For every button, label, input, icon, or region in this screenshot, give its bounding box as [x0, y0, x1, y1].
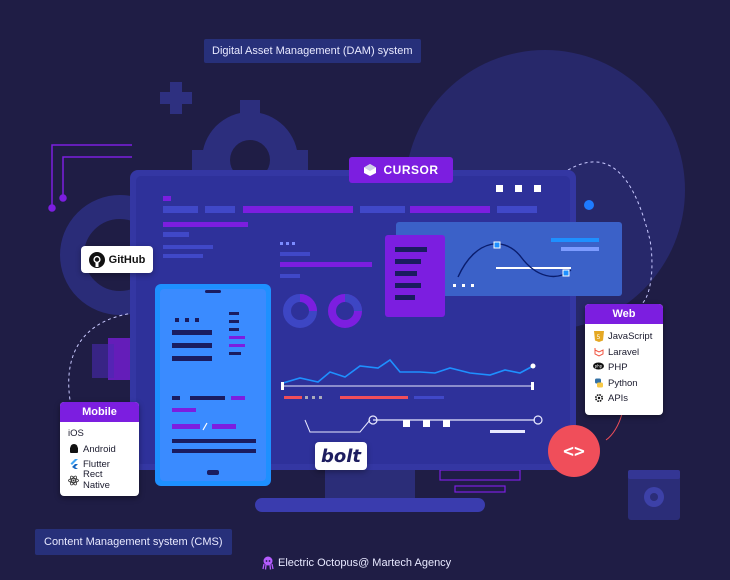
gear-icon	[593, 393, 604, 404]
mobile-card: Mobile iOS Android Flutter Rect Native	[60, 402, 139, 496]
mobile-card-title: Mobile	[60, 402, 139, 422]
circuit-lines	[48, 144, 132, 212]
flutter-icon	[68, 459, 79, 470]
github-logo: GitHub	[81, 246, 153, 273]
bolt-logo-text: bolt	[320, 445, 362, 467]
connector-dashed	[567, 161, 653, 306]
cursor-logo: CURSOR	[349, 157, 453, 183]
code-badge: <>	[548, 425, 600, 477]
android-icon	[68, 443, 79, 455]
list-item: Rect Native	[68, 469, 131, 491]
laravel-icon	[593, 347, 604, 358]
dam-label: Digital Asset Management (DAM) system	[204, 39, 421, 63]
wave-chart-panel	[396, 222, 622, 296]
list-item: Android	[68, 442, 131, 458]
code-icon: <>	[563, 440, 585, 462]
python-icon	[593, 378, 604, 389]
settings-window	[628, 470, 680, 520]
list-item: php PHP	[593, 362, 628, 374]
gear-dot-icon	[584, 200, 594, 210]
chart-line	[282, 358, 534, 384]
list-item: APIs	[593, 391, 655, 407]
web-card-title: Web	[585, 304, 663, 324]
js-icon: 5	[593, 331, 604, 343]
php-icon: php	[593, 362, 604, 373]
octopus-icon	[262, 556, 274, 570]
monitor-base	[255, 498, 485, 512]
list-item: Laravel	[593, 345, 655, 361]
footer-text: Electric Octopus@ Martech Agency	[278, 557, 452, 569]
cursor-icon	[364, 164, 377, 176]
github-icon	[88, 251, 105, 268]
phone-illustration	[155, 284, 271, 486]
list-item: Python	[593, 376, 655, 392]
cursor-logo-text: CURSOR	[383, 163, 439, 177]
react-icon	[68, 475, 79, 486]
menu-panel	[385, 235, 445, 317]
list-item: Flutter	[68, 457, 131, 473]
github-logo-text: GitHub	[108, 253, 146, 266]
list-item: iOS	[68, 428, 84, 440]
plus-icon	[160, 82, 192, 114]
bolt-logo: bolt	[315, 442, 367, 470]
list-item: 5 JavaScript	[593, 329, 655, 345]
cms-label: Content Management system (CMS)	[35, 529, 232, 555]
svg-text:php: php	[595, 364, 603, 369]
svg-text:5: 5	[596, 334, 600, 341]
web-card: Web 5 JavaScript Laravel php PHP Python …	[585, 304, 663, 415]
footer-credit: Electric Octopus@ Martech Agency	[262, 556, 451, 570]
